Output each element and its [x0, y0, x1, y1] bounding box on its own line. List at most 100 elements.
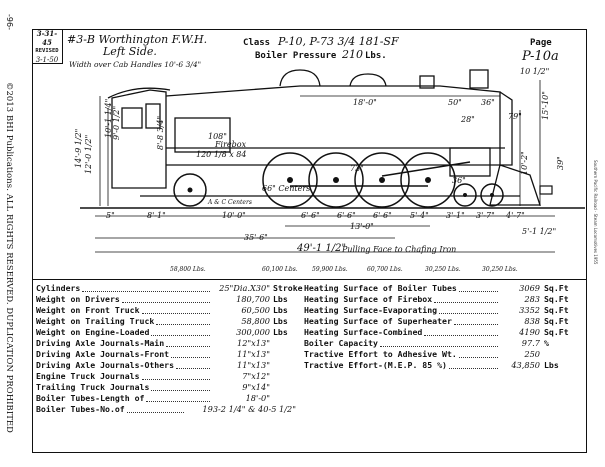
spec-label: Tractive Effort-(M.E.P. 85 %): [304, 360, 447, 370]
dim-top-79: 79": [508, 112, 522, 121]
firebox-label: Firebox: [215, 140, 247, 149]
smokebox-front: [499, 91, 513, 166]
spec-unit: Sq.Ft: [544, 327, 569, 337]
spec-value: 43,850: [511, 360, 540, 370]
spec-unit: Lbs: [273, 305, 288, 315]
dim-left-9: 9'-0 1/2": [112, 105, 121, 140]
leader-dots: [122, 302, 210, 303]
dim-top-18: 18'-0": [353, 98, 377, 107]
leader-dots: [142, 313, 210, 314]
leader-dots: [146, 401, 210, 402]
dim-bottom-4: 6'-6": [301, 211, 320, 220]
spec-value: 7"x12": [242, 371, 270, 381]
centers-66: 66" Centers: [262, 184, 311, 193]
spec-value: 9"x14": [242, 382, 270, 392]
leader-dots: [380, 346, 498, 347]
leader-dots: [151, 390, 210, 391]
dim-bottom-6: 6'-6": [373, 211, 392, 220]
dim-top-50: 50": [448, 98, 462, 107]
dim-13: 13'-0": [350, 222, 374, 231]
spec-value: 193-2 1/4" & 40-5 1/2": [202, 404, 296, 414]
spec-unit: Sq.Ft: [544, 305, 569, 315]
cab-roof: [107, 87, 171, 99]
weight-1: 58,800 Lbs.: [170, 266, 206, 273]
spec-label: Heating Surface of Boiler Tubes: [304, 283, 457, 293]
revised-label: REVISED: [35, 48, 59, 54]
weight-6: 30,250 Lbs.: [482, 266, 518, 273]
spec-label: Driving Axle Journals-Main: [36, 338, 165, 348]
spec-row-right: Heating Surface of Superheater 838 Sq.Ft: [304, 316, 584, 327]
cab-window-2: [145, 103, 161, 129]
dim-bottom-1: 5": [106, 211, 115, 220]
spec-value: 58,800: [241, 316, 270, 326]
page-number: -96-: [5, 14, 14, 30]
spec-row-right: Tractive Effort-(M.E.P. 85 %) 43,850 Lbs: [304, 360, 584, 371]
spec-unit: Lbs: [273, 316, 288, 326]
dim-bottom-8: 3'-1": [446, 211, 465, 220]
leader-dots: [166, 346, 210, 347]
dim-bottom-7: 5'-4": [410, 211, 429, 220]
sand-dome: [349, 73, 387, 87]
spec-unit: Sq.Ft: [544, 283, 569, 293]
spec-unit: Sq.Ft: [544, 316, 569, 326]
cab-width: Width over Cab Handles 10'-6 3/4": [69, 60, 202, 69]
spec-value: 97.7: [521, 338, 540, 348]
leader-dots: [82, 291, 210, 292]
leader-dots: [449, 368, 498, 369]
spec-value: 838: [524, 316, 540, 326]
spec-value: 180,700: [236, 294, 270, 304]
spec-unit: Stroke: [273, 283, 303, 293]
leader-dots: [459, 357, 498, 358]
spec-value: 250: [524, 349, 540, 359]
spec-label: Boiler Capacity: [304, 338, 378, 348]
dim-top-10: 10 1/2": [520, 67, 550, 76]
dim-top-28: 28": [461, 115, 475, 124]
dim-left-14: 14'-9 1/2": [74, 128, 83, 168]
dim-top-36: 36": [481, 98, 495, 107]
smokestack: [469, 69, 489, 89]
boiler-pressure-value: 210: [342, 48, 363, 61]
cab-outline: [111, 89, 167, 189]
dim-right-39: 39": [556, 156, 565, 170]
leader-dots: [156, 324, 210, 325]
spec-label: Weight on Drivers: [36, 294, 120, 304]
wheel-size-36: 36": [452, 176, 466, 185]
spec-unit: Lbs: [273, 294, 288, 304]
driver-wheel-3: [354, 152, 410, 208]
spec-label: Heating Surface of Superheater: [304, 316, 452, 326]
spec-value: 3069: [519, 283, 540, 293]
spec-value: 11"x13": [237, 360, 270, 370]
spec-unit: %: [544, 338, 549, 348]
spec-label: Heating Surface-Combined: [304, 327, 423, 337]
spec-value: 283: [524, 294, 540, 304]
leader-dots: [171, 357, 210, 358]
dim-49: 49'-1 1/2": [297, 243, 347, 254]
divider-line: [32, 279, 587, 280]
class-value: P-10, P-73 3/4 181-SF: [278, 35, 399, 48]
main-rod: [381, 161, 471, 177]
leader-dots: [424, 335, 498, 336]
trailing-wheel: [173, 173, 207, 207]
dim-bottom-9: 3'-7": [476, 211, 495, 220]
spec-unit: Sq.Ft: [544, 294, 569, 304]
driver-wheel-1: [262, 152, 318, 208]
firebox-size: 120 1/8 x 84: [196, 150, 247, 159]
date-box: 3-31-45 REVISED 3-1-50: [32, 29, 63, 64]
page-value: P-10a: [522, 49, 559, 64]
spec-value: 60,500: [241, 305, 270, 315]
leader-dots: [142, 379, 210, 380]
spec-unit: Lbs: [544, 360, 559, 370]
date-text: 3-31-45: [36, 29, 58, 47]
drawing-sheet: [32, 29, 587, 453]
